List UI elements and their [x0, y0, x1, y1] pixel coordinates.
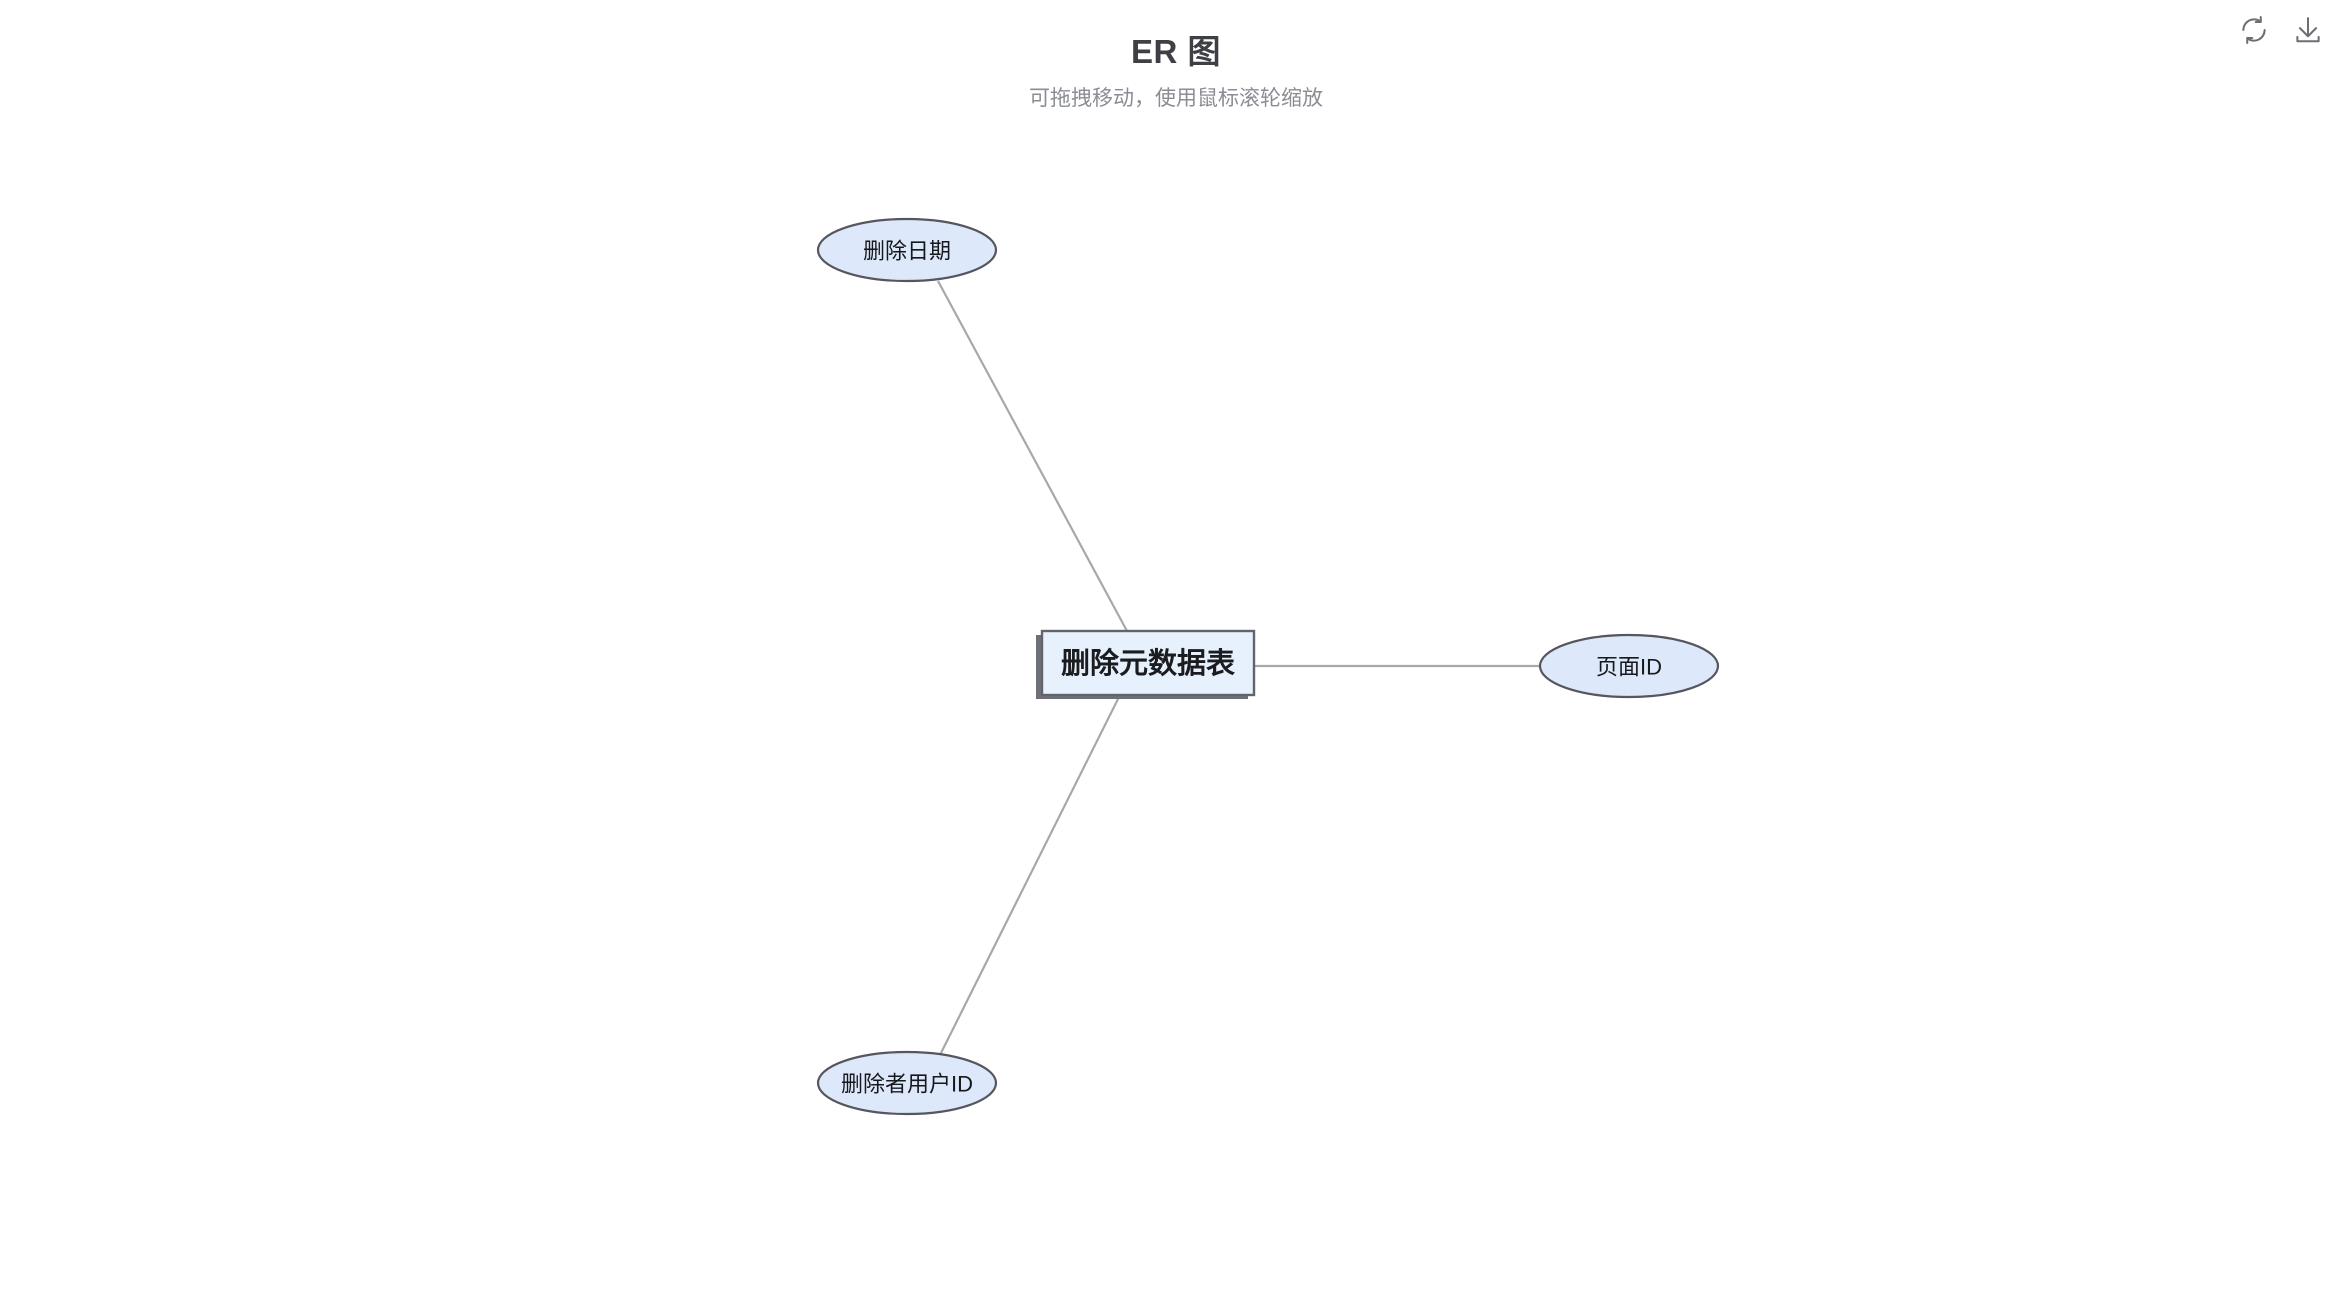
download-icon [2293, 15, 2323, 45]
er-entity-node[interactable]: 删除元数据表 [1036, 629, 1256, 699]
er-attribute-node[interactable]: 删除日期 [816, 217, 998, 283]
er-edge [939, 694, 1121, 1056]
entity-label: 删除元数据表 [1061, 646, 1235, 680]
edges-layer [937, 280, 1540, 1056]
refresh-icon [2239, 15, 2269, 45]
attribute-ellipse[interactable] [1538, 633, 1720, 699]
attribute-ellipse[interactable] [816, 1050, 998, 1116]
er-attribute-node[interactable]: 删除者用户ID [816, 1050, 998, 1116]
attribute-label: 删除日期 [863, 239, 951, 264]
er-edge [937, 280, 1128, 632]
download-button[interactable] [2290, 12, 2326, 48]
er-attribute-node[interactable]: 页面ID [1538, 633, 1720, 699]
attribute-label: 删除者用户ID [841, 1072, 973, 1097]
attribute-label: 页面ID [1596, 655, 1662, 680]
refresh-button[interactable] [2236, 12, 2272, 48]
attribute-ellipse[interactable] [816, 217, 998, 283]
toolbar [2236, 0, 2344, 48]
entity-rect[interactable] [1040, 629, 1256, 697]
